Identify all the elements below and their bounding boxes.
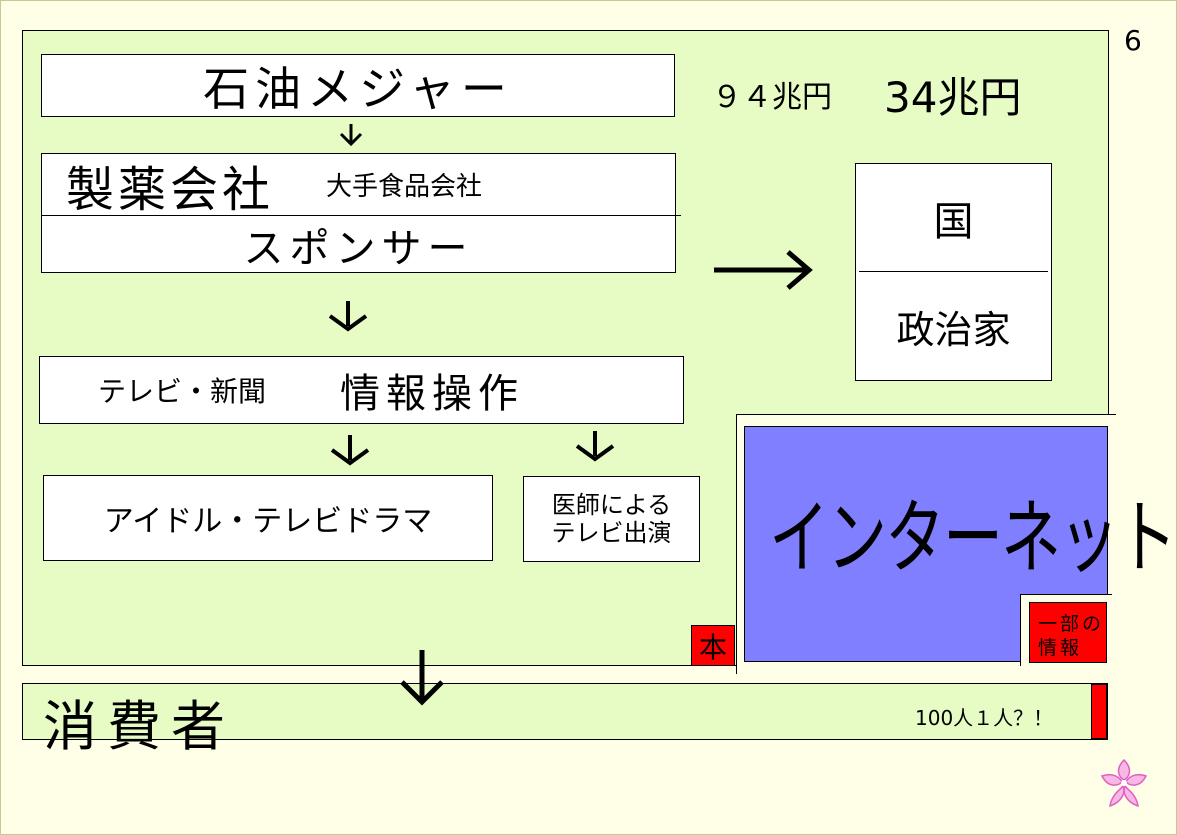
partial-info-line1: 一部の (1038, 613, 1105, 635)
book-badge: 本 (691, 625, 735, 666)
government-box: 国 政治家 (855, 163, 1052, 381)
doctors-tv-box: 医師による テレビ出演 (523, 476, 700, 562)
country-label: 国 (933, 198, 974, 245)
doctors-tv-line1: 医師による (551, 491, 672, 519)
right-arrow-icon (714, 250, 813, 290)
consumer-label: 消費者 (43, 695, 235, 758)
pharma-title: 製薬会社 (66, 161, 275, 218)
down-arrow-icon (328, 301, 368, 332)
oil-majors-label: 石油メジャー (203, 61, 513, 116)
down-arrow-icon (339, 124, 363, 147)
tv-news-label: テレビ・新聞 (98, 375, 267, 408)
oil-amount-small: ９４兆円 (712, 80, 832, 115)
book-label: 本 (698, 630, 727, 664)
page-number: 6 (1124, 24, 1142, 57)
oil-majors-box: 石油メジャー (41, 54, 675, 117)
sponsor-row: スポンサー (42, 216, 675, 273)
media-box: テレビ・新聞 情報操作 (39, 356, 684, 424)
internet-panel: インターネット (744, 426, 1177, 662)
down-arrow-icon (575, 431, 615, 462)
pharma-box: 製薬会社 大手食品会社 スポンサー (41, 153, 681, 273)
consumer-red-marker (1091, 684, 1107, 739)
oil-amount-large: 34兆円 (884, 73, 1022, 122)
idol-label: アイドル・テレビドラマ (103, 504, 433, 539)
sponsor-label: スポンサー (243, 225, 474, 272)
flower-logo-icon (1100, 758, 1148, 808)
down-arrow-icon (400, 650, 444, 706)
politicians-label: 政治家 (896, 307, 1011, 352)
internet-label: インターネット (769, 491, 1177, 587)
politicians-row: 政治家 (856, 272, 1051, 380)
pharma-top: 製薬会社 大手食品会社 (42, 154, 681, 218)
consumer-ratio: 100人１人？！ (915, 706, 1054, 730)
pharma-subtitle: 大手食品会社 (326, 172, 483, 202)
country-row: 国 (859, 164, 1048, 272)
manipulation-label: 情報操作 (340, 371, 525, 417)
partial-info-badge: 一部の 情報 (1029, 602, 1107, 663)
doctors-tv-line2: テレビ出演 (551, 519, 672, 547)
down-arrow-icon (330, 435, 370, 466)
consumer-bar: 消費者 100人１人？！ (22, 683, 1108, 758)
partial-info-line2: 情報 (1038, 637, 1083, 659)
idol-box: アイドル・テレビドラマ (43, 475, 493, 561)
